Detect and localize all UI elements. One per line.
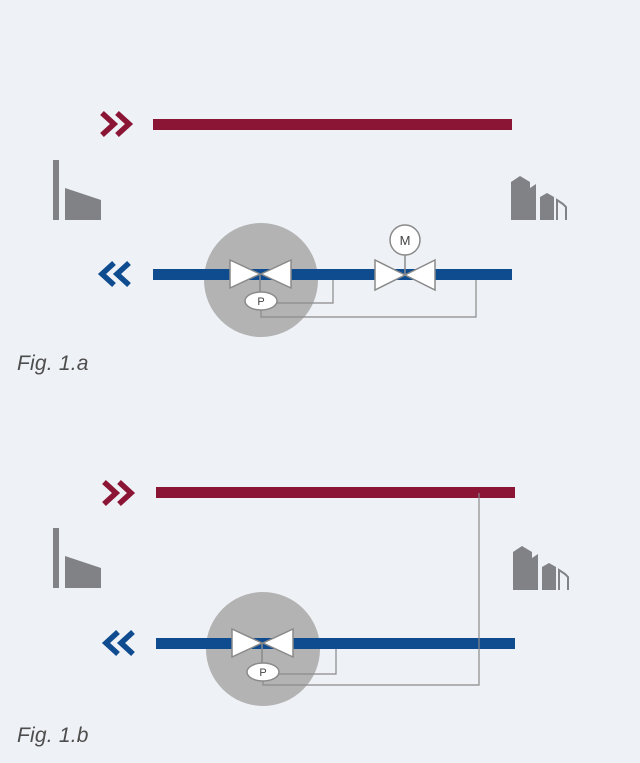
return-chevron-icon (101, 629, 135, 657)
factory-icon (53, 528, 101, 588)
motorized-control-valve: M (374, 224, 436, 292)
supply-pipe (153, 119, 512, 130)
pressure-sensor: P (244, 291, 278, 311)
building-icon (513, 546, 569, 590)
impulse-lines (262, 493, 480, 686)
supply-pipe (156, 487, 515, 498)
pressure-label: P (259, 667, 266, 679)
figure-caption: Fig. 1.a (17, 352, 89, 375)
motor-actuator (389, 224, 421, 256)
building-icon (511, 176, 567, 220)
return-pipe (156, 638, 515, 649)
pressure-control-valve (229, 258, 292, 294)
factory-icon (53, 160, 101, 220)
figure-1a: P M (53, 110, 567, 337)
supply-chevron-icon (102, 479, 136, 507)
figure-caption: Fig. 1.b (17, 724, 89, 747)
return-chevron-icon (97, 260, 131, 288)
return-pipe (153, 269, 512, 280)
pressure-sensor: P (246, 662, 280, 682)
impulse-lines (260, 280, 477, 318)
supply-chevron-icon (100, 110, 134, 138)
figure-1b: P (53, 479, 569, 706)
pressure-label: P (257, 296, 264, 308)
motor-label: M (400, 233, 411, 248)
pressure-control-valve (231, 627, 294, 663)
